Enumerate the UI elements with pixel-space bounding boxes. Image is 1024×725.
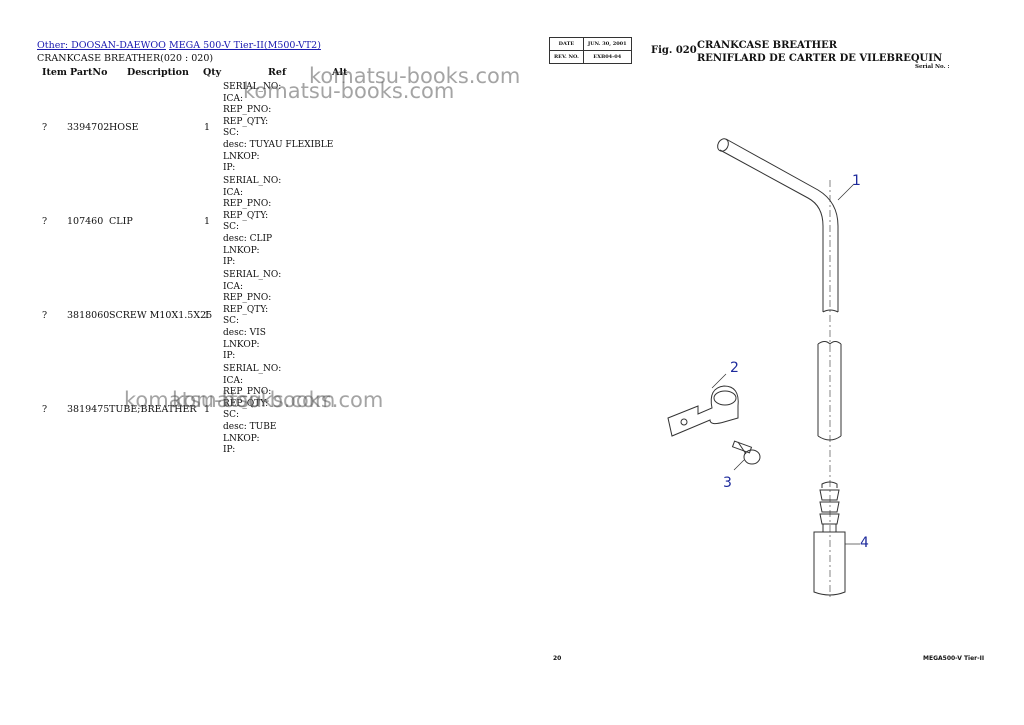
date-label: DATE <box>549 37 584 51</box>
row-item: ? <box>42 122 48 133</box>
col-header-partno: PartNo <box>70 67 108 78</box>
breadcrumb-link-make[interactable]: Other: DOOSAN-DAEWOO <box>37 40 166 51</box>
parts-diagram: 1 2 3 4 <box>667 138 869 600</box>
figure-title: CRANKCASE BREATHER RENIFLARD DE CARTER D… <box>697 39 942 65</box>
page-number: 20 <box>553 655 562 662</box>
breadcrumb-link-model[interactable]: MEGA 500-V Tier-II(M500-VT2) <box>168 40 321 51</box>
row-description: TUBE;BREATHER <box>109 404 197 415</box>
row-qty: 1 <box>204 216 211 227</box>
breadcrumb: Other: DOOSAN-DAEWOO MEGA 500-V Tier-II(… <box>37 40 321 51</box>
section-title: CRANKCASE BREATHER(020 : 020) <box>37 53 214 64</box>
rev-value: EXB04-04 <box>582 50 632 64</box>
row-partno: 3819475 <box>67 404 110 415</box>
row-qty: 1 <box>204 404 211 415</box>
row-ref: SERIAL_NO:ICA:REP_PNO:REP_QTY: SC:desc: … <box>223 176 282 268</box>
footer-model: MEGA500-V Tier-II <box>923 655 985 662</box>
figure-title-en: CRANKCASE BREATHER <box>697 40 838 51</box>
hose-part-1 <box>717 138 839 313</box>
figure-number: Fig. 020 <box>651 45 697 56</box>
row-description: SCREW M10X1.5X25 <box>109 310 213 321</box>
col-header-item: Item <box>42 67 67 78</box>
row-partno: 3818060 <box>67 310 110 321</box>
row-description: HOSE <box>109 122 139 133</box>
row-ref: SERIAL_NO:ICA:REP_PNO:REP_QTY: SC:desc: … <box>223 82 334 174</box>
col-header-ref: Ref <box>268 67 287 78</box>
row-qty: 1 <box>204 310 211 321</box>
row-ref: SERIAL_NO:ICA:REP_PNO:REP_QTY: SC:desc: … <box>223 270 282 362</box>
col-header-alt: Alt <box>332 67 348 78</box>
row-item: ? <box>42 216 48 227</box>
date-value: JUN. 30, 2001 <box>582 37 632 51</box>
callout-1: 1 <box>852 173 861 189</box>
callout-4: 4 <box>860 535 869 551</box>
callout-3: 3 <box>723 475 732 491</box>
row-ref: SERIAL_NO:ICA:REP_PNO:REP_QTY: SC:desc: … <box>223 364 282 456</box>
row-description: CLIP <box>109 216 133 227</box>
serial-label: Serial No. : <box>915 64 950 70</box>
row-qty: 1 <box>204 122 211 133</box>
col-header-description: Description <box>127 67 189 78</box>
screw-part-3 <box>731 440 761 465</box>
col-header-qty: Qty <box>203 67 222 78</box>
rev-label: REV. NO. <box>549 50 584 64</box>
row-partno: 107460 <box>67 216 104 227</box>
callout-2: 2 <box>730 360 739 376</box>
figure-title-fr: RENIFLARD DE CARTER DE VILEBREQUIN <box>697 53 943 64</box>
tube-part-4 <box>813 481 846 596</box>
row-partno: 3394702 <box>67 122 110 133</box>
clip-part-2 <box>667 385 739 437</box>
tube-part-4-upper <box>817 341 842 441</box>
row-item: ? <box>42 404 48 415</box>
row-item: ? <box>42 310 48 321</box>
